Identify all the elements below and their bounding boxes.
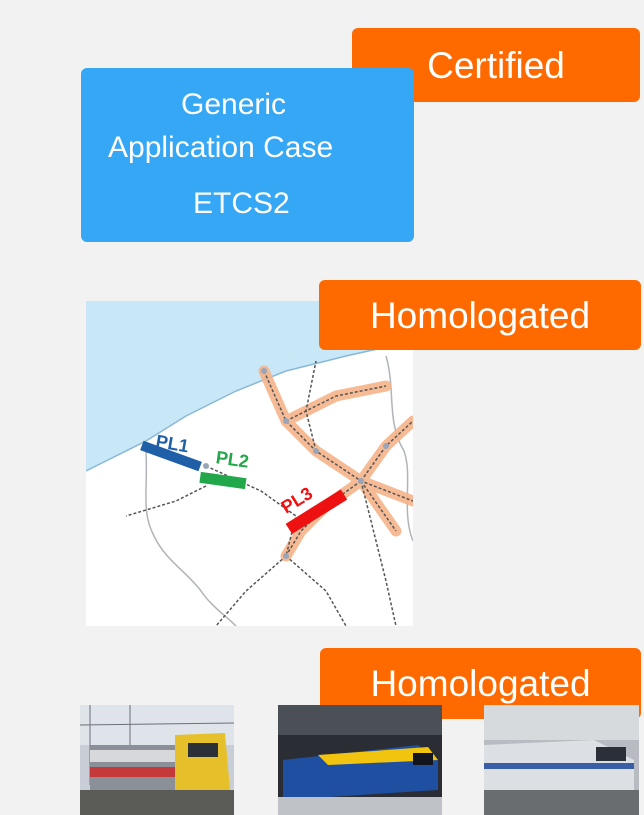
silver-locomotive-photo <box>484 705 639 815</box>
map-town-markers <box>203 368 389 559</box>
double-deck-train-photo <box>80 705 234 815</box>
pl2-segment <box>199 471 247 490</box>
coastline <box>86 340 413 472</box>
application-case-line-1: Generic <box>181 88 287 121</box>
certified-label: Certified <box>427 44 565 86</box>
application-case-line-2: Application Case <box>108 131 334 164</box>
blue-locomotive-photo <box>278 705 442 815</box>
homologated-trains-label: Homologated <box>370 663 591 704</box>
generic-application-case-box: Generic Application Case ETCS2 <box>81 68 414 242</box>
pl1-segment <box>140 440 202 472</box>
application-case-line-3: ETCS2 <box>193 187 290 220</box>
railway-map: PL1 PL2 PL3 <box>86 301 413 626</box>
corridor-highlights <box>258 365 413 562</box>
homologated-map-label: Homologated <box>369 294 591 336</box>
border-line <box>145 450 237 626</box>
pl3-segment <box>285 489 348 535</box>
pl2-label: PL2 <box>215 447 250 471</box>
homologated-map-badge: Homologated <box>319 280 641 350</box>
